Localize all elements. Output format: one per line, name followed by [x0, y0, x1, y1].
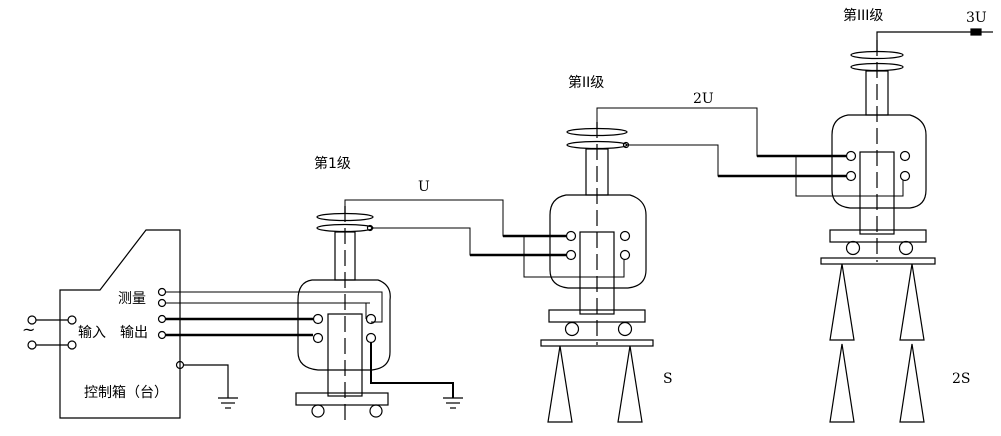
measure-terminal-1	[157, 287, 167, 297]
stage-3-transformer	[820, 28, 993, 265]
voltage-label-u: U	[418, 179, 430, 195]
measure-label: 测量	[118, 291, 146, 307]
measure-terminal-2	[157, 298, 167, 308]
voltage-label-3u: 3U	[966, 10, 987, 26]
stage-1-transformer	[295, 206, 391, 420]
control-box-label: 控制箱（台）	[84, 385, 168, 401]
input-label: 输入	[78, 325, 106, 341]
ground-symbol-2	[443, 397, 463, 409]
stage-3-insulators	[829, 263, 925, 423]
stage-3-label: 第III级	[843, 7, 883, 24]
stage-2-transformer	[540, 122, 654, 347]
stage-2-s-label: S	[663, 371, 673, 387]
ac-symbol: ~	[22, 320, 35, 339]
ground-symbol-1	[218, 397, 238, 409]
input-terminal-2	[27, 340, 37, 350]
stage-1-label: 第1级	[314, 155, 351, 172]
stage-2-label: 第II级	[568, 74, 604, 91]
stage-2-insulators	[547, 345, 643, 423]
output-terminal-1	[157, 314, 167, 324]
output-label: 输出	[120, 325, 148, 341]
output-terminal-2	[157, 330, 167, 340]
control-box	[27, 229, 185, 419]
input-terminal-4	[67, 340, 77, 350]
input-terminal-3	[67, 315, 77, 325]
voltage-label-2u: 2U	[693, 91, 714, 107]
stage-3-s-label: 2S	[952, 371, 971, 387]
